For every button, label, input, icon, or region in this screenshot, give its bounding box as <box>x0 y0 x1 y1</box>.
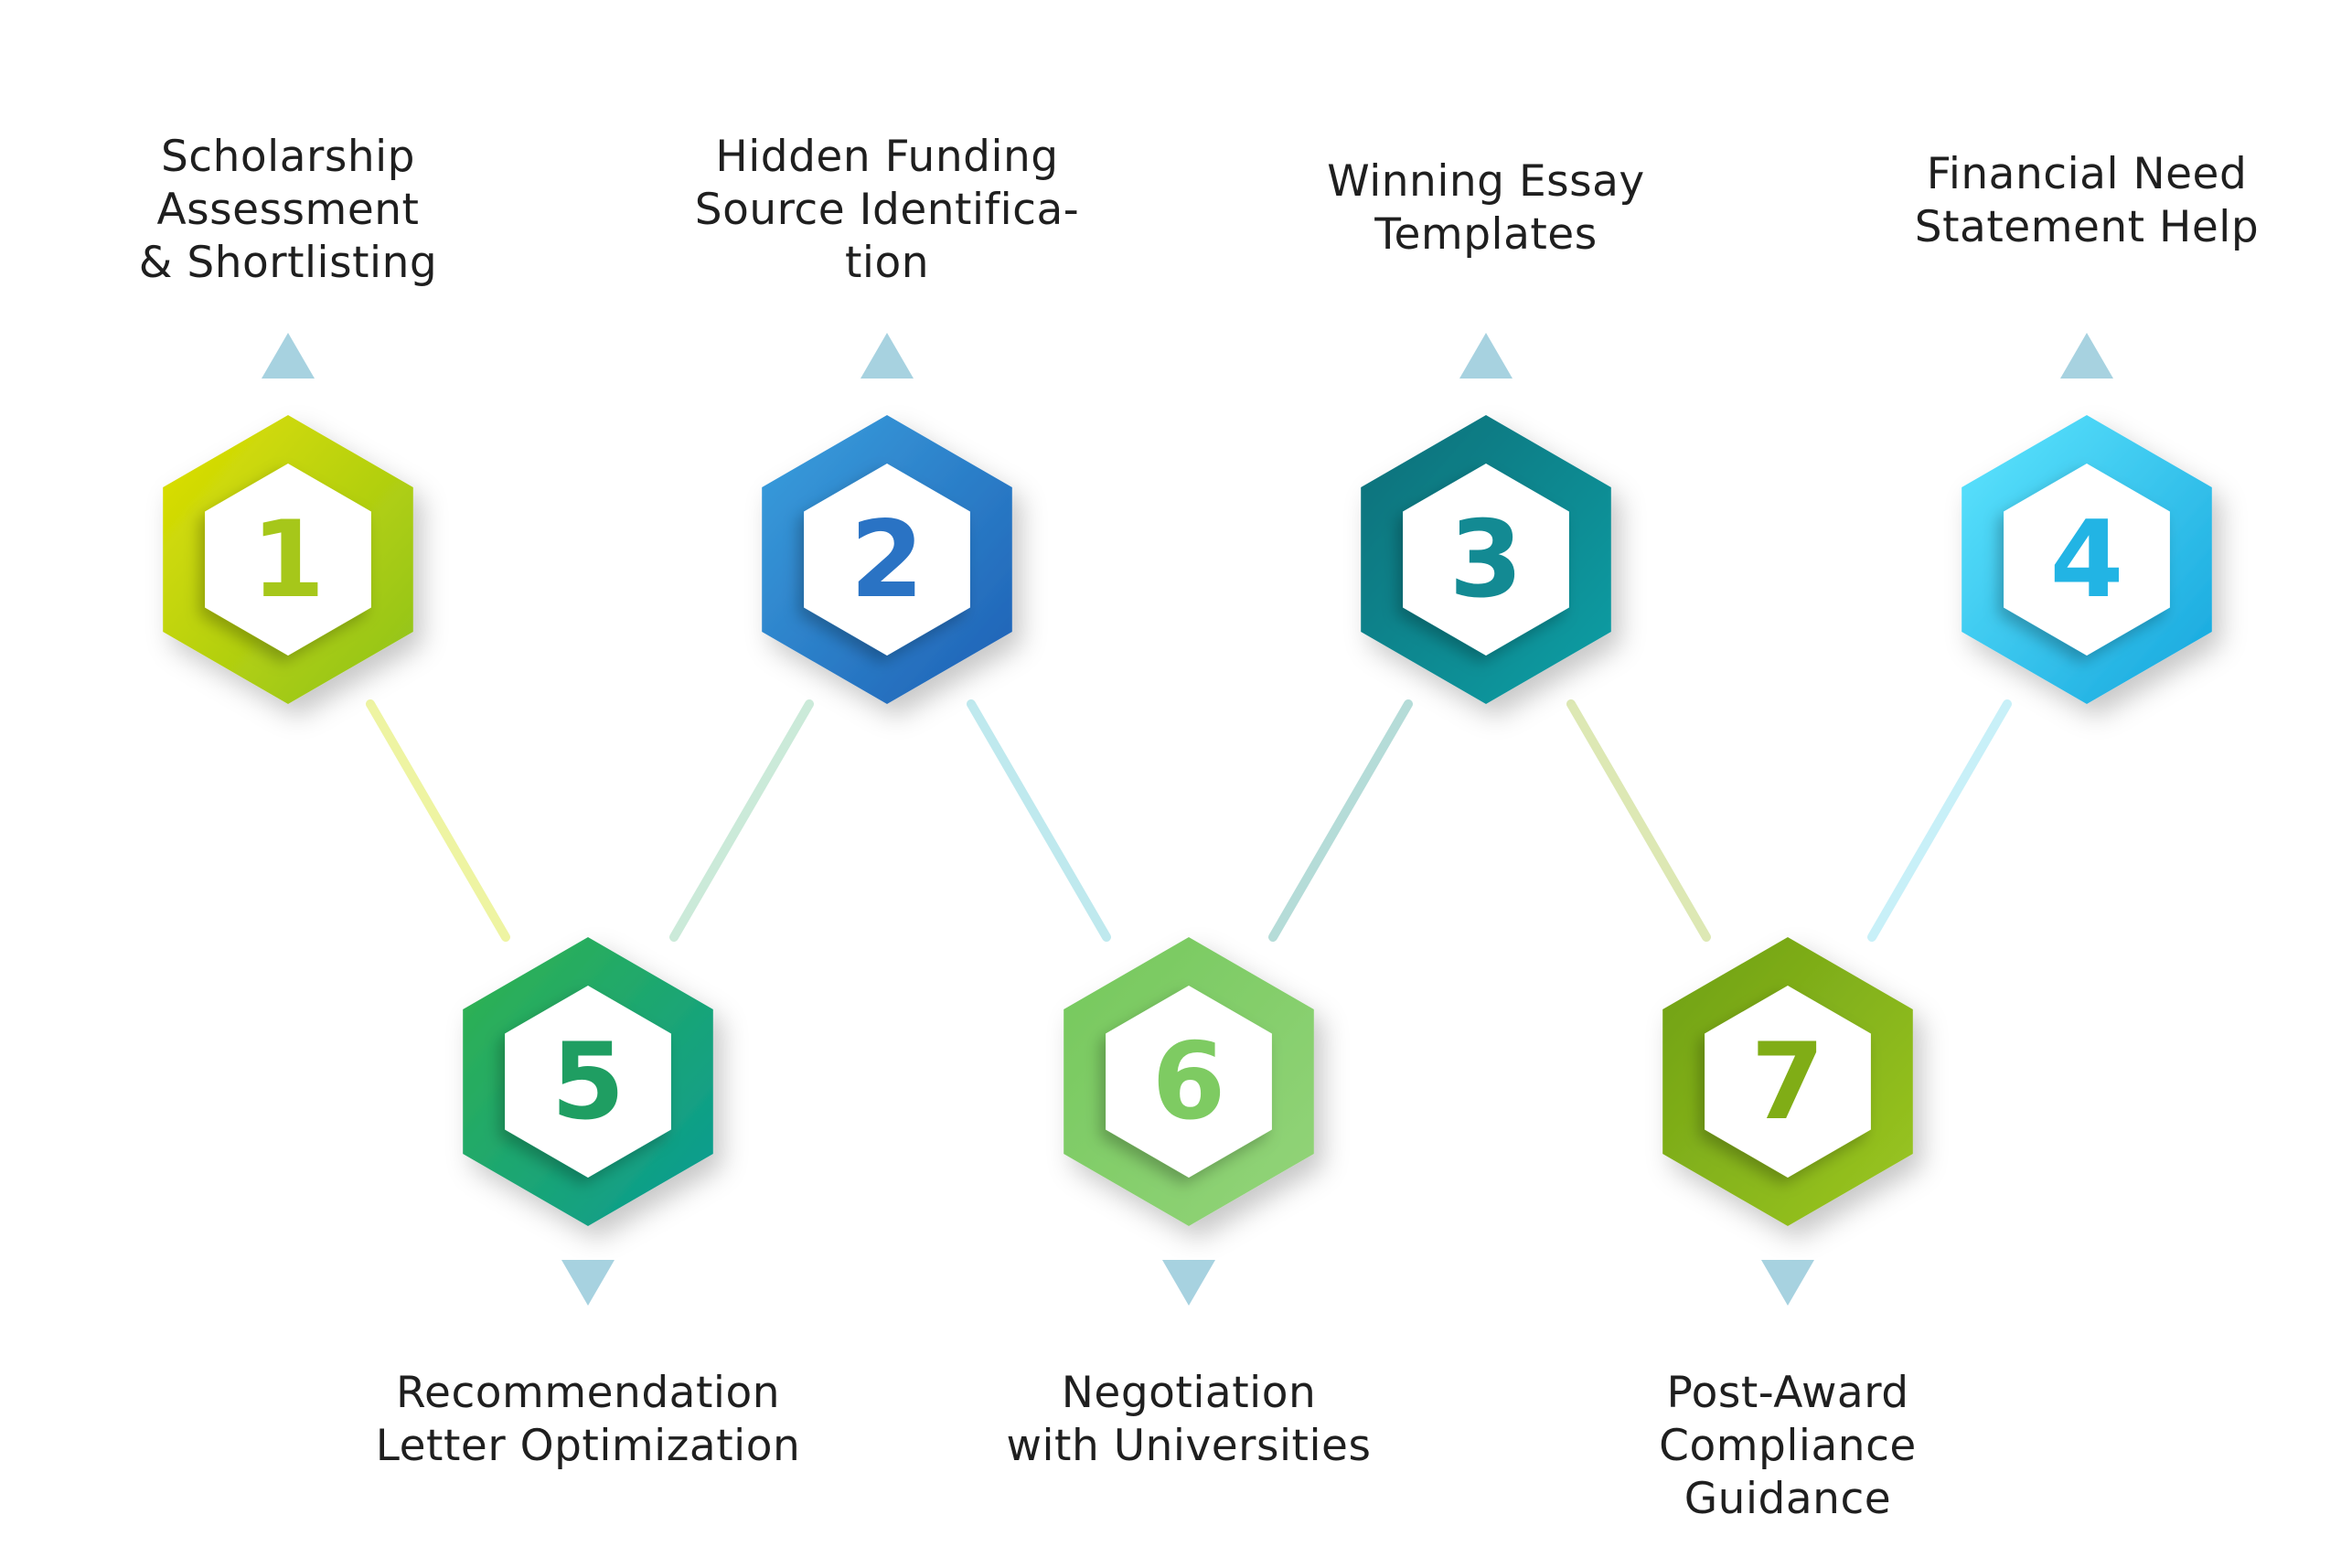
arrow-down-icon <box>1761 1260 1814 1306</box>
hexagon-inner <box>1705 986 1871 1178</box>
step-5-hexagon: 5 <box>463 937 713 1226</box>
hexagon-inner <box>1106 986 1272 1178</box>
hexagon-inner <box>205 464 371 656</box>
connector-lines <box>366 699 2012 942</box>
arrow-up-icon <box>262 333 315 379</box>
connector-line-5 <box>1566 699 1711 942</box>
step-number: 6 <box>1152 1020 1226 1144</box>
title-line: Scholarship <box>160 132 416 182</box>
arrow-down-icon <box>561 1260 615 1306</box>
title-line: with Universities <box>1006 1421 1372 1471</box>
connector-line-2 <box>669 699 814 942</box>
title-line: Negotiation <box>1061 1368 1317 1418</box>
title-line: Post-Award <box>1666 1368 1909 1418</box>
connector-line-4 <box>1268 699 1413 942</box>
title-line: Guidance <box>1684 1474 1892 1524</box>
title-line: Statement Help <box>1914 202 2260 252</box>
title-line: Templates <box>1374 209 1598 260</box>
step-2-hexagon: 2 <box>762 415 1012 704</box>
hexagon-inner <box>804 464 970 656</box>
title-line: Hidden Funding <box>715 132 1059 182</box>
step-3-hexagon: 3 <box>1361 415 1611 704</box>
connector-line-1 <box>366 699 510 942</box>
step-hexagons: 1 2 3 4 5 6 7 <box>163 415 2212 1226</box>
title-line: Compliance <box>1659 1421 1917 1471</box>
step-number: 3 <box>1449 498 1523 622</box>
arrow-up-icon <box>1459 333 1513 379</box>
step-number: 4 <box>2050 498 2124 622</box>
hexagon-inner <box>2004 464 2170 656</box>
step-7-hexagon: 7 <box>1662 937 1913 1226</box>
step-number: 1 <box>251 498 326 622</box>
title-line: Financial Need <box>1926 149 2248 199</box>
step-1-hexagon: 1 <box>163 415 413 704</box>
title-line: Letter Optimization <box>375 1421 801 1471</box>
title-line: Source Identifica- <box>694 185 1080 235</box>
arrow-up-icon <box>2060 333 2113 379</box>
arrow-down-icon <box>1162 1260 1215 1306</box>
step-number: 7 <box>1751 1020 1825 1144</box>
title-line: & Shortlisting <box>138 238 438 288</box>
hexagon-inner <box>1403 464 1569 656</box>
arrow-up-icon <box>861 333 914 379</box>
hexagon-inner <box>505 986 671 1178</box>
step-6-hexagon: 6 <box>1064 937 1314 1226</box>
title-line: Winning Essay <box>1327 156 1645 207</box>
connector-line-3 <box>967 699 1111 942</box>
arrows <box>262 333 2113 1306</box>
step-number: 5 <box>551 1020 625 1144</box>
step-4-hexagon: 4 <box>1962 415 2212 704</box>
connector-line-6 <box>1867 699 2012 942</box>
title-line: tion <box>844 238 930 288</box>
step-number: 2 <box>850 498 925 622</box>
title-line: Assessment <box>156 185 420 235</box>
title-line: Recommendation <box>396 1368 780 1418</box>
